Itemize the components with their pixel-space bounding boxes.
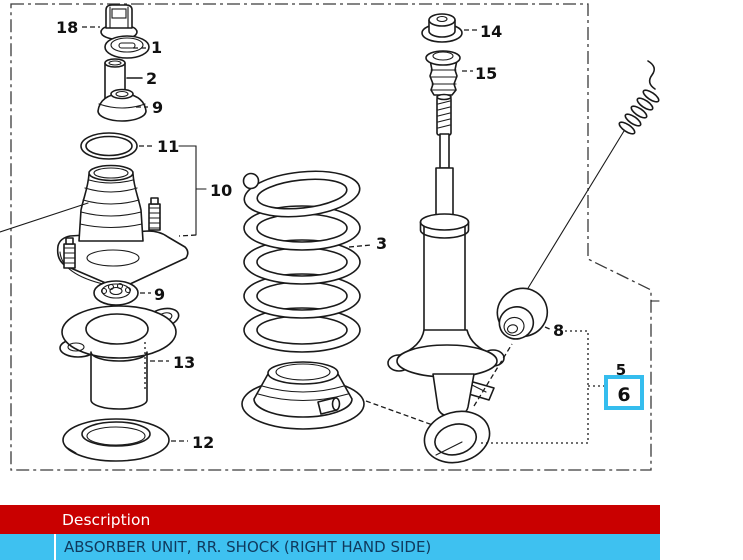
part-shock-absorber-unit (387, 93, 513, 464)
part-18-flange-nut (100, 4, 138, 41)
part-label-3[interactable]: 3 (376, 234, 387, 253)
bracket-10 (178, 145, 207, 237)
part-11-o-ring (80, 132, 138, 160)
part-label-1[interactable]: 1 (151, 38, 162, 57)
exploded-parts-diagram: 18 1 2 9 11 10 9 13 12 3 14 15 8 5 6 (0, 3, 660, 471)
leader-3 (348, 244, 372, 248)
table-row-selected[interactable]: ABSORBER UNIT, RR. SHOCK (RIGHT HAND SID… (0, 534, 660, 560)
part-label-13[interactable]: 13 (173, 353, 195, 372)
part-label-5[interactable]: 5 (616, 361, 626, 379)
leader-8 (544, 326, 553, 331)
part-10-mount-assembly (0, 164, 189, 287)
part-label-9b[interactable]: 9 (154, 285, 165, 304)
row-cell-description[interactable]: ABSORBER UNIT, RR. SHOCK (RIGHT HAND SID… (64, 538, 432, 556)
part-label-14[interactable]: 14 (480, 22, 502, 41)
part-label-12[interactable]: 12 (192, 433, 214, 452)
header-cell-empty (0, 505, 54, 534)
part-12-spring-seat (62, 418, 170, 462)
part-label-8[interactable]: 8 (553, 321, 564, 340)
bracket-5-6 (479, 330, 604, 444)
part-9-upper-mount (97, 88, 147, 122)
part-label-18[interactable]: 18 (56, 18, 78, 37)
part-14-cap (421, 13, 463, 43)
part-label-11[interactable]: 11 (157, 137, 179, 156)
mount-stud-right (148, 197, 161, 231)
table-header-row: Description (0, 505, 660, 534)
part-label-9a[interactable]: 9 (152, 98, 163, 117)
leader-left-edge (0, 202, 89, 233)
part-9-bearing (93, 280, 139, 306)
diagram-frame-border (10, 3, 652, 471)
header-cell-description: Description (62, 510, 151, 529)
part-label-10[interactable]: 10 (210, 181, 232, 200)
selected-part-highlight[interactable] (604, 375, 644, 410)
row-cell-empty[interactable] (0, 534, 56, 560)
part-8-bushing (496, 287, 549, 340)
part-bell-rubber-mount (241, 361, 365, 430)
part-bolt-cutoff (521, 60, 660, 299)
part-1-washer (104, 35, 150, 59)
part-label-2[interactable]: 2 (146, 69, 157, 88)
part-label-15[interactable]: 15 (475, 64, 497, 83)
mount-stud-left (63, 237, 76, 269)
part-15-bump-stop (425, 50, 461, 96)
parts-table: Description ABSORBER UNIT, RR. SHOCK (RI… (0, 505, 660, 560)
part-13-flanged-collar (59, 305, 180, 410)
part-label-6-selected[interactable]: 6 (617, 384, 630, 406)
part-3-coil-spring (242, 170, 361, 353)
